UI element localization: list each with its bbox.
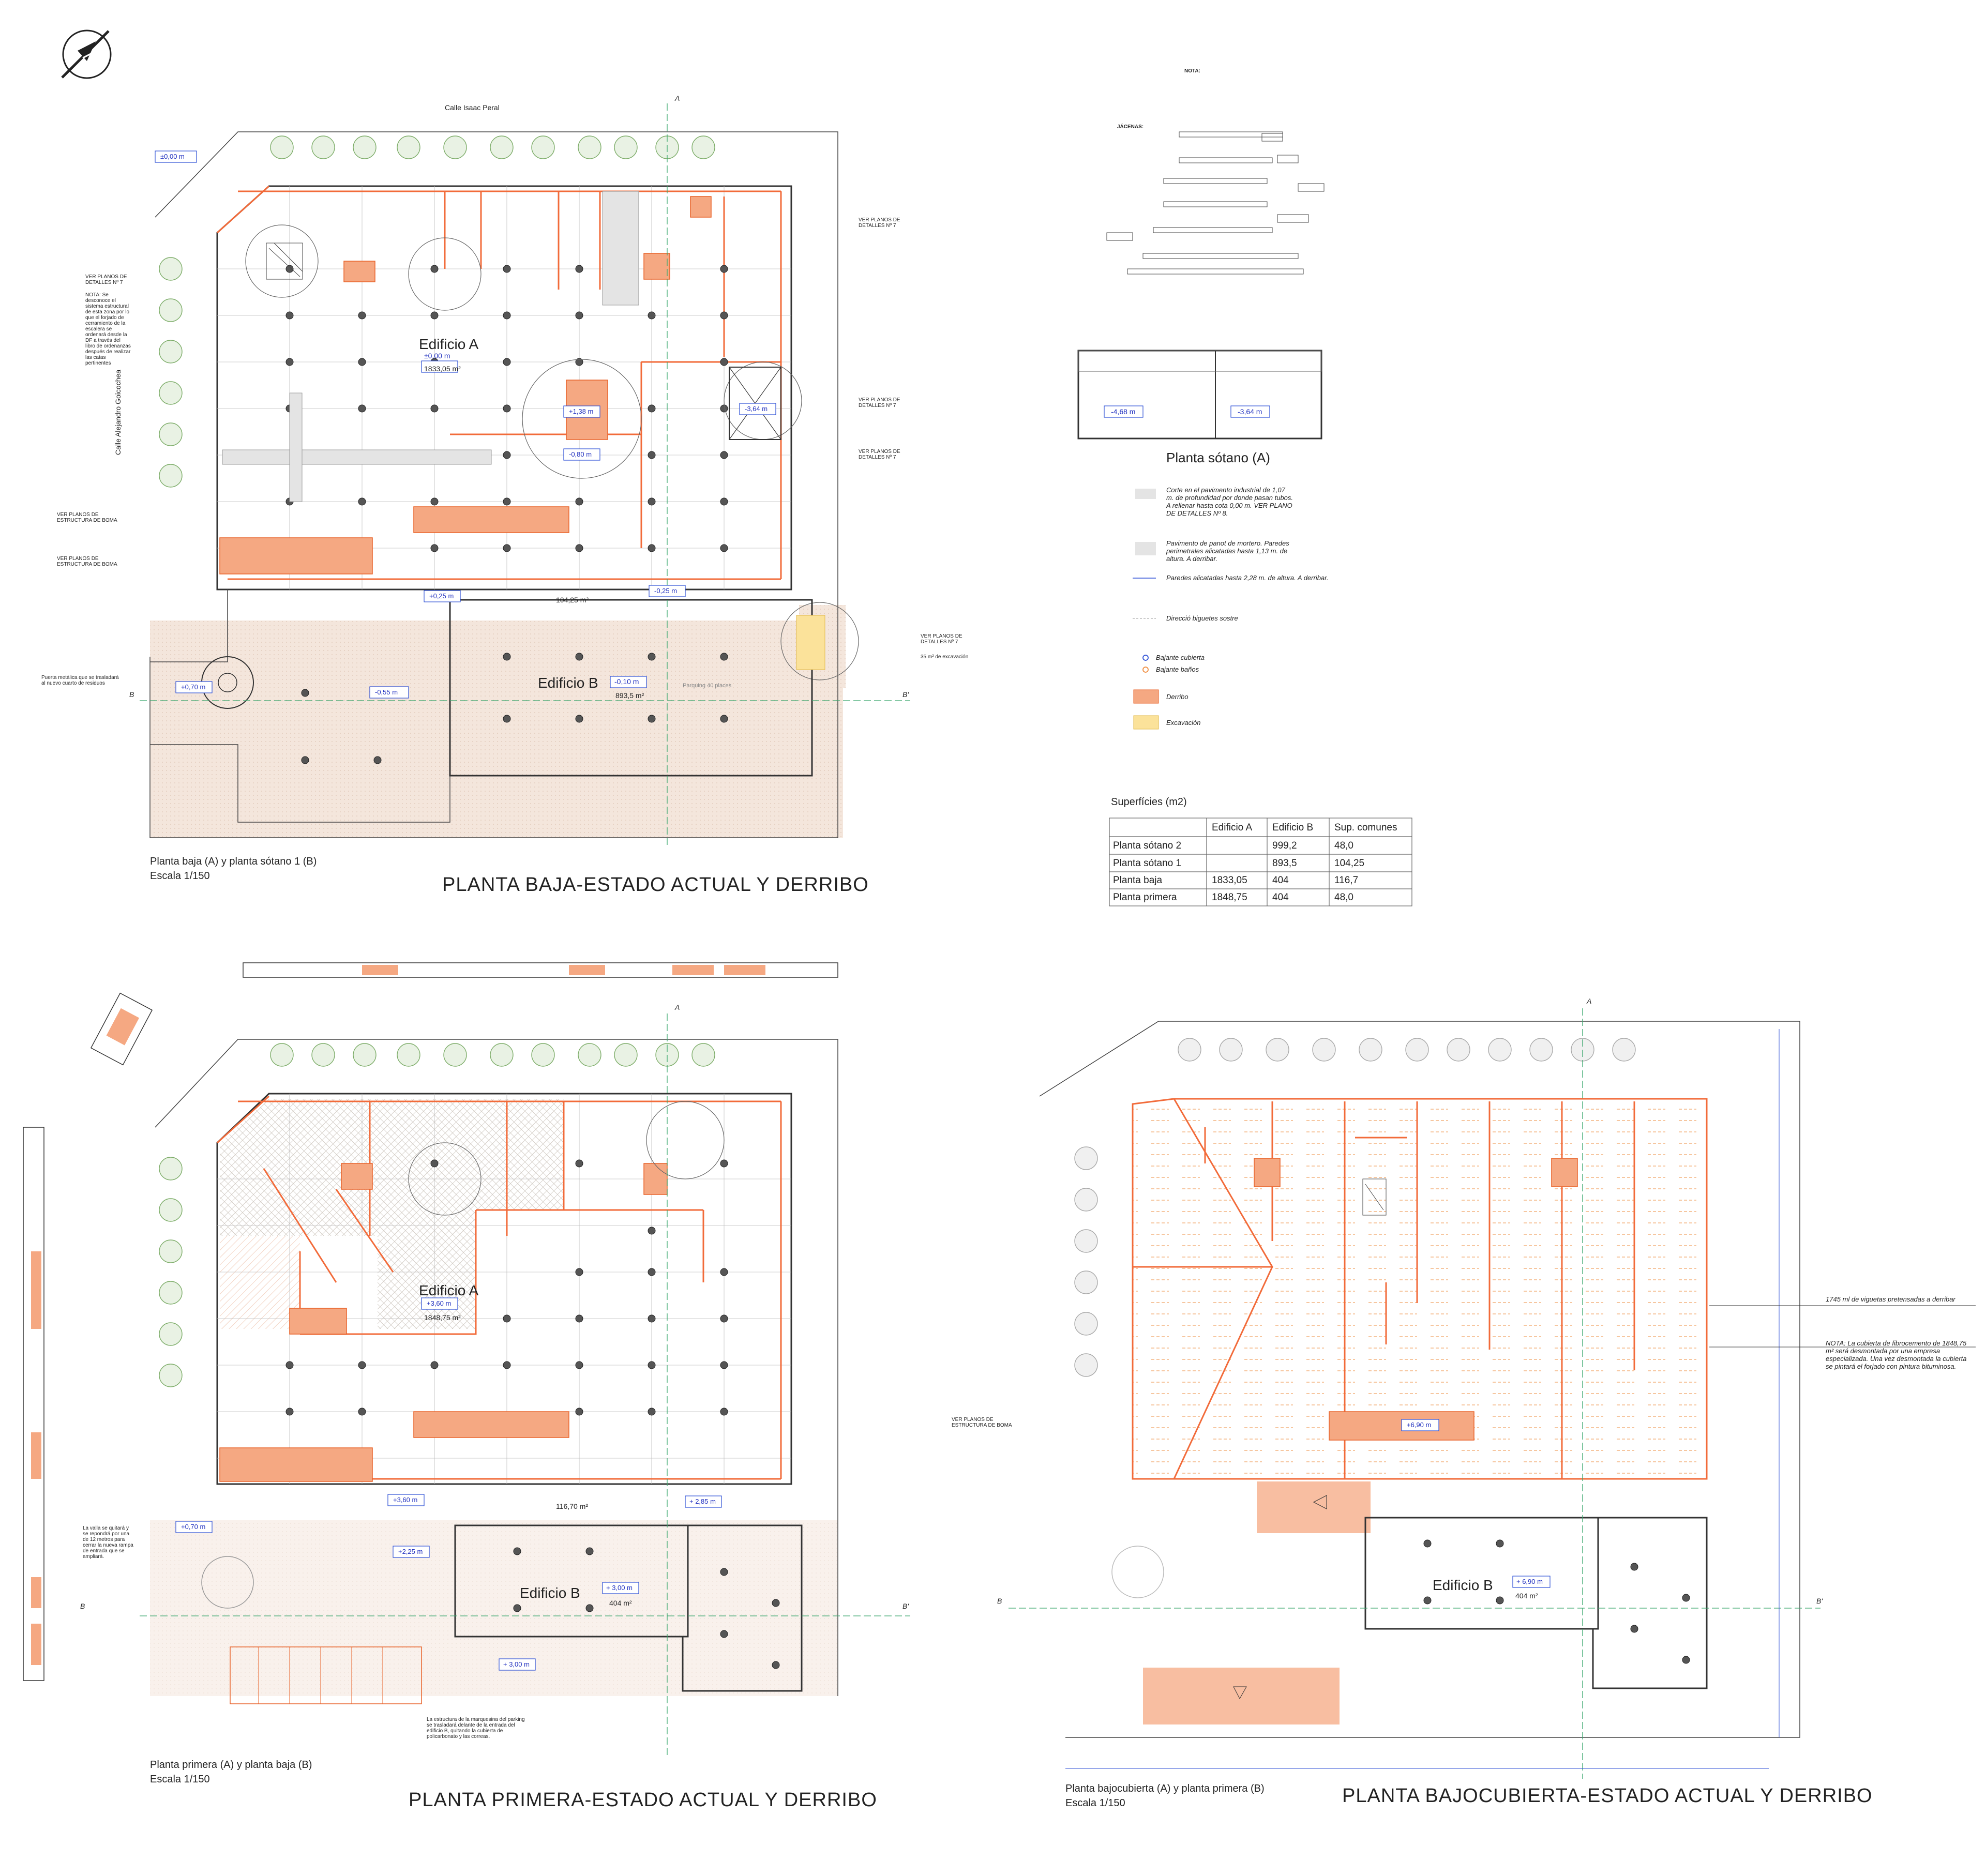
- columns-b-3: [1423, 1539, 1690, 1664]
- tree-row-top-2: [270, 1043, 715, 1067]
- tree-row-left: [159, 257, 183, 488]
- joist-schedule: [1106, 131, 1325, 275]
- tree-row-left-2: [159, 1157, 183, 1387]
- areas-table-grid: [1109, 818, 1412, 906]
- first-floor-plan: [23, 962, 910, 1758]
- ground-floor-plan: [140, 103, 910, 848]
- legend: [1133, 489, 1159, 730]
- roof-plan: [1009, 1008, 1976, 1779]
- columns-a-2: [285, 1159, 728, 1416]
- basement-plan: [1077, 350, 1322, 440]
- tree-row-top: [270, 135, 715, 159]
- tree-row-left-3: [1074, 1146, 1098, 1377]
- tree-row-top-3: [1178, 1038, 1636, 1062]
- north-arrow-icon: [61, 29, 112, 79]
- columns-b-2: [513, 1547, 780, 1669]
